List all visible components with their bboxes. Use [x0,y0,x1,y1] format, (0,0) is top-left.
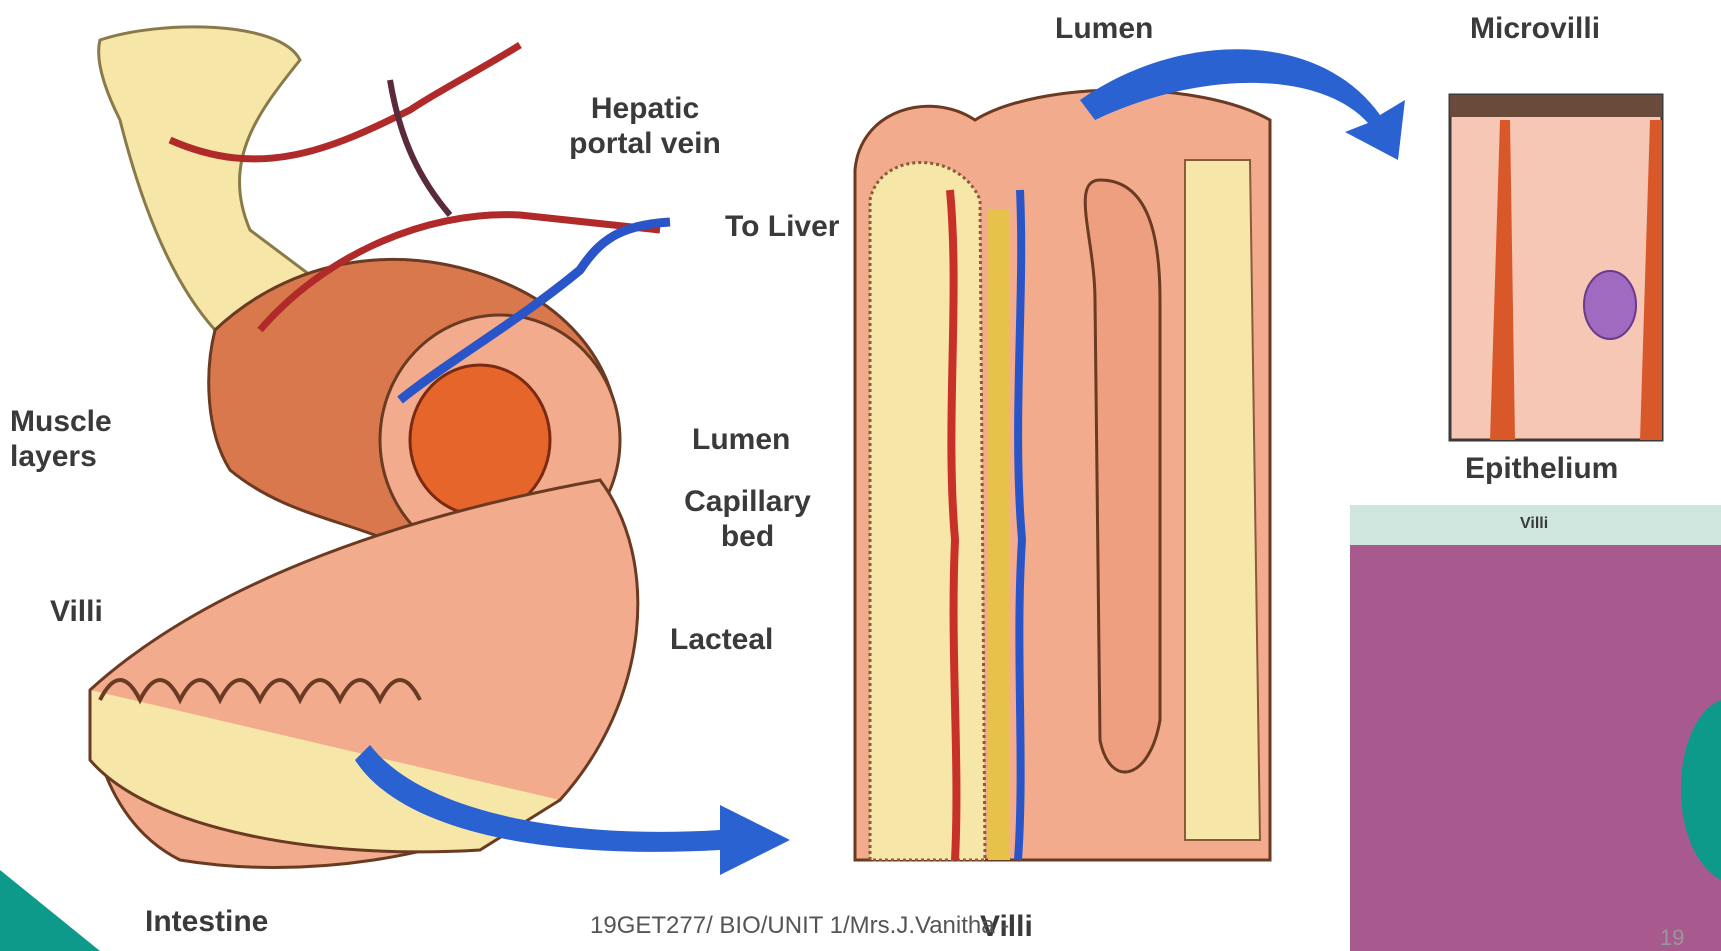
label-villi-micrograph: Villi [1520,515,1548,533]
histology-micrograph [1350,505,1721,951]
label-muscle-layers: Muscle layers [10,405,140,474]
epithelium-illustration [1450,95,1662,440]
footer-tail: - [1001,912,1009,939]
label-lumen-mid: Lumen [692,423,790,458]
label-microvilli: Microvilli [1470,12,1600,47]
footer-course-text: 19GET277/ BIO/UNIT 1/Mrs.J.Vanitha - [590,912,1009,940]
label-epithelium: Epithelium [1465,452,1618,487]
corner-accent-left [0,870,100,951]
label-lumen-top: Lumen [1055,12,1153,47]
label-to-liver: To Liver [725,210,839,245]
footer-course: 19GET277/ BIO/UNIT 1/Mrs.J.Vanitha [590,912,995,939]
label-capillary-bed: Capillary bed [665,485,830,554]
label-lacteal: Lacteal [670,623,773,658]
villus-illustration [855,90,1270,860]
label-intestine: Intestine [145,905,268,940]
label-villi-left: Villi [50,595,103,630]
label-hepatic-portal-vein: Hepatic portal vein [555,92,735,161]
page-number: 19 [1660,925,1684,951]
